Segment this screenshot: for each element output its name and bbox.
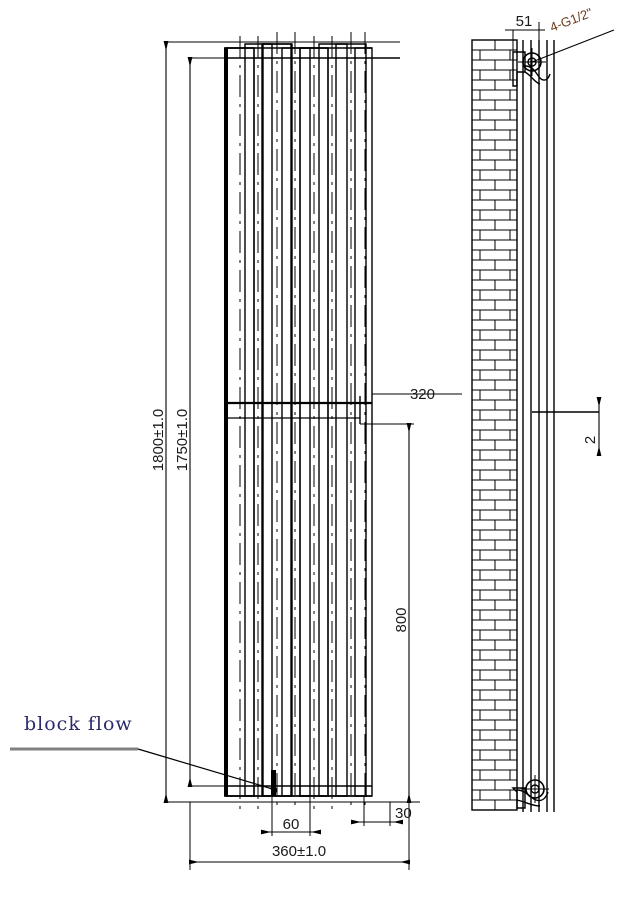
dim-30-label: 30	[395, 805, 412, 822]
block-flow-label: block flow	[24, 713, 133, 735]
top-rails	[224, 47, 400, 59]
dim-800-label: 800	[393, 607, 410, 632]
dim-panel-height: 1750±1.0	[174, 57, 224, 787]
fin-centrelines-b	[257, 32, 366, 812]
dim-overall-height: 1800±1.0	[150, 41, 420, 803]
block-flow-annotation: block flow	[10, 713, 278, 793]
dim-360-label: 360±1.0	[272, 843, 326, 860]
dim-gap-2: 2	[532, 397, 602, 456]
bottom-valve-fitting	[521, 775, 549, 803]
bottom-bracket	[511, 787, 549, 809]
dim-51: 51	[505, 13, 545, 60]
dim-320-label: 320	[410, 386, 435, 403]
side-profile-lines	[522, 40, 555, 812]
dim-1800-label: 1800±1.0	[150, 409, 167, 471]
top-bracket	[512, 51, 551, 87]
dim-51-label: 51	[516, 13, 533, 30]
dim-800: 800	[360, 423, 414, 803]
wall-hatching	[471, 39, 518, 811]
block-flow-marker	[271, 770, 276, 796]
dim-width-360: 360±1.0	[189, 802, 410, 870]
front-view-group: 1800±1.0 1750±1.0 320 800	[10, 32, 462, 870]
dim-edge-30: 30	[351, 796, 412, 826]
dim-1750-label: 1750±1.0	[174, 409, 191, 471]
fin-columns	[225, 43, 367, 797]
connection-annotation: 4-G1/2"	[531, 5, 615, 63]
fin-centrelines	[239, 32, 352, 812]
bottom-rails	[224, 785, 372, 797]
dim-pitch-60: 60	[261, 796, 321, 836]
fin-columns-secondary	[244, 43, 373, 797]
dim-bracket-320: 320	[225, 386, 462, 424]
dim-60-label: 60	[283, 816, 300, 833]
dim-2-label: 2	[582, 436, 599, 444]
connection-label: 4-G1/2"	[548, 5, 595, 35]
side-view-group: 51 4-G1/2" 2	[471, 5, 615, 812]
